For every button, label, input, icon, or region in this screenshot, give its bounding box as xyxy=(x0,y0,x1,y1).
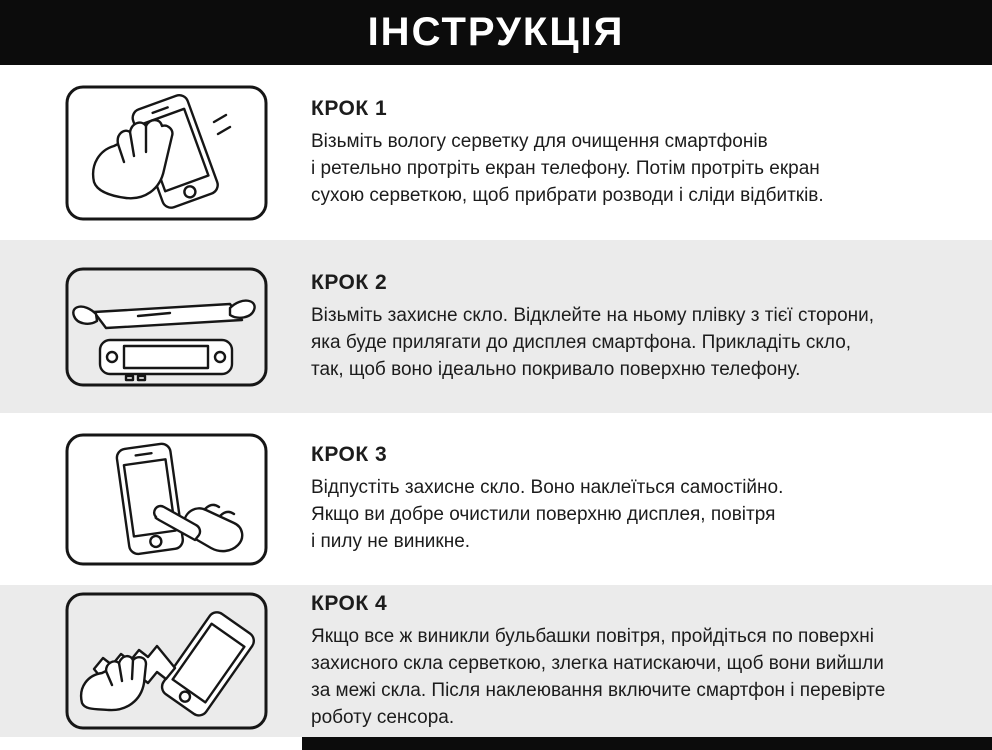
header-bar: ІНСТРУКЦІЯ xyxy=(0,0,992,65)
step-1-line-1: Візьміть вологу серветку для очищення см… xyxy=(311,130,768,152)
footer-bar xyxy=(302,737,992,750)
step-3-text-block: КРОК 3 Відпустіть захисне скло. Воно нак… xyxy=(311,443,811,555)
step-4-row: КРОК 4 Якщо все ж виникли бульбашки пові… xyxy=(0,585,992,737)
step-2-line-3: так, щоб воно ідеально покривало поверхн… xyxy=(311,358,801,380)
step-4-text-block: КРОК 4 Якщо все ж виникли бульбашки пові… xyxy=(311,592,913,731)
step-3-illustration xyxy=(64,432,269,567)
step-1-line-3: сухою серветкою, щоб прибрати розводи і … xyxy=(311,184,824,206)
peeling-film-from-glass-icon xyxy=(65,267,268,386)
step-4-line-1: Якщо все ж виникли бульбашки повітря, пр… xyxy=(311,625,874,647)
step-2-row: КРОК 2 Візьміть захисне скло. Відклейте … xyxy=(0,240,992,413)
step-3-title: КРОК 3 xyxy=(311,443,388,466)
step-2-text-block: КРОК 2 Візьміть захисне скло. Відклейте … xyxy=(311,271,902,383)
page-title: ІНСТРУКЦІЯ xyxy=(367,10,625,54)
step-3-line-3: і пилу не виникне. xyxy=(311,531,471,552)
step-1-title: КРОК 1 xyxy=(311,96,388,120)
step-3-line-1: Відпустіть захисне скло. Воно наклеїться… xyxy=(311,477,784,498)
finger-pressing-glass-icon xyxy=(65,433,268,565)
smoothing-bubbles-with-cloth-icon xyxy=(65,592,268,730)
step-1-illustration xyxy=(64,84,269,222)
step-2-line-1: Візьміть захисне скло. Відклейте на ньом… xyxy=(311,304,875,326)
step-4-title: КРОК 4 xyxy=(311,591,388,615)
step-3-row: КРОК 3 Відпустіть захисне скло. Воно нак… xyxy=(0,413,992,585)
step-2-line-2: яка буде прилягати до дисплея смартфона.… xyxy=(311,331,852,353)
step-4-illustration xyxy=(64,591,269,731)
step-1-row: КРОК 1 Візьміть вологу серветку для очищ… xyxy=(0,65,992,240)
step-4-line-4: роботу сенсора. xyxy=(311,706,455,728)
step-1-line-2: і ретельно протріть екран телефону. Поті… xyxy=(311,157,820,179)
step-2-title: КРОК 2 xyxy=(311,270,388,294)
step-4-line-2: захисного скла серветкою, злегка натиска… xyxy=(311,652,884,674)
step-3-line-2: Якщо ви добре очистили поверхню дисплея,… xyxy=(311,504,776,525)
step-4-line-3: за межі скла. Після наклеювання включите… xyxy=(311,679,886,701)
step-2-illustration xyxy=(64,266,269,388)
hand-wiping-phone-icon xyxy=(65,85,268,220)
step-1-text-block: КРОК 1 Візьміть вологу серветку для очищ… xyxy=(311,97,852,209)
